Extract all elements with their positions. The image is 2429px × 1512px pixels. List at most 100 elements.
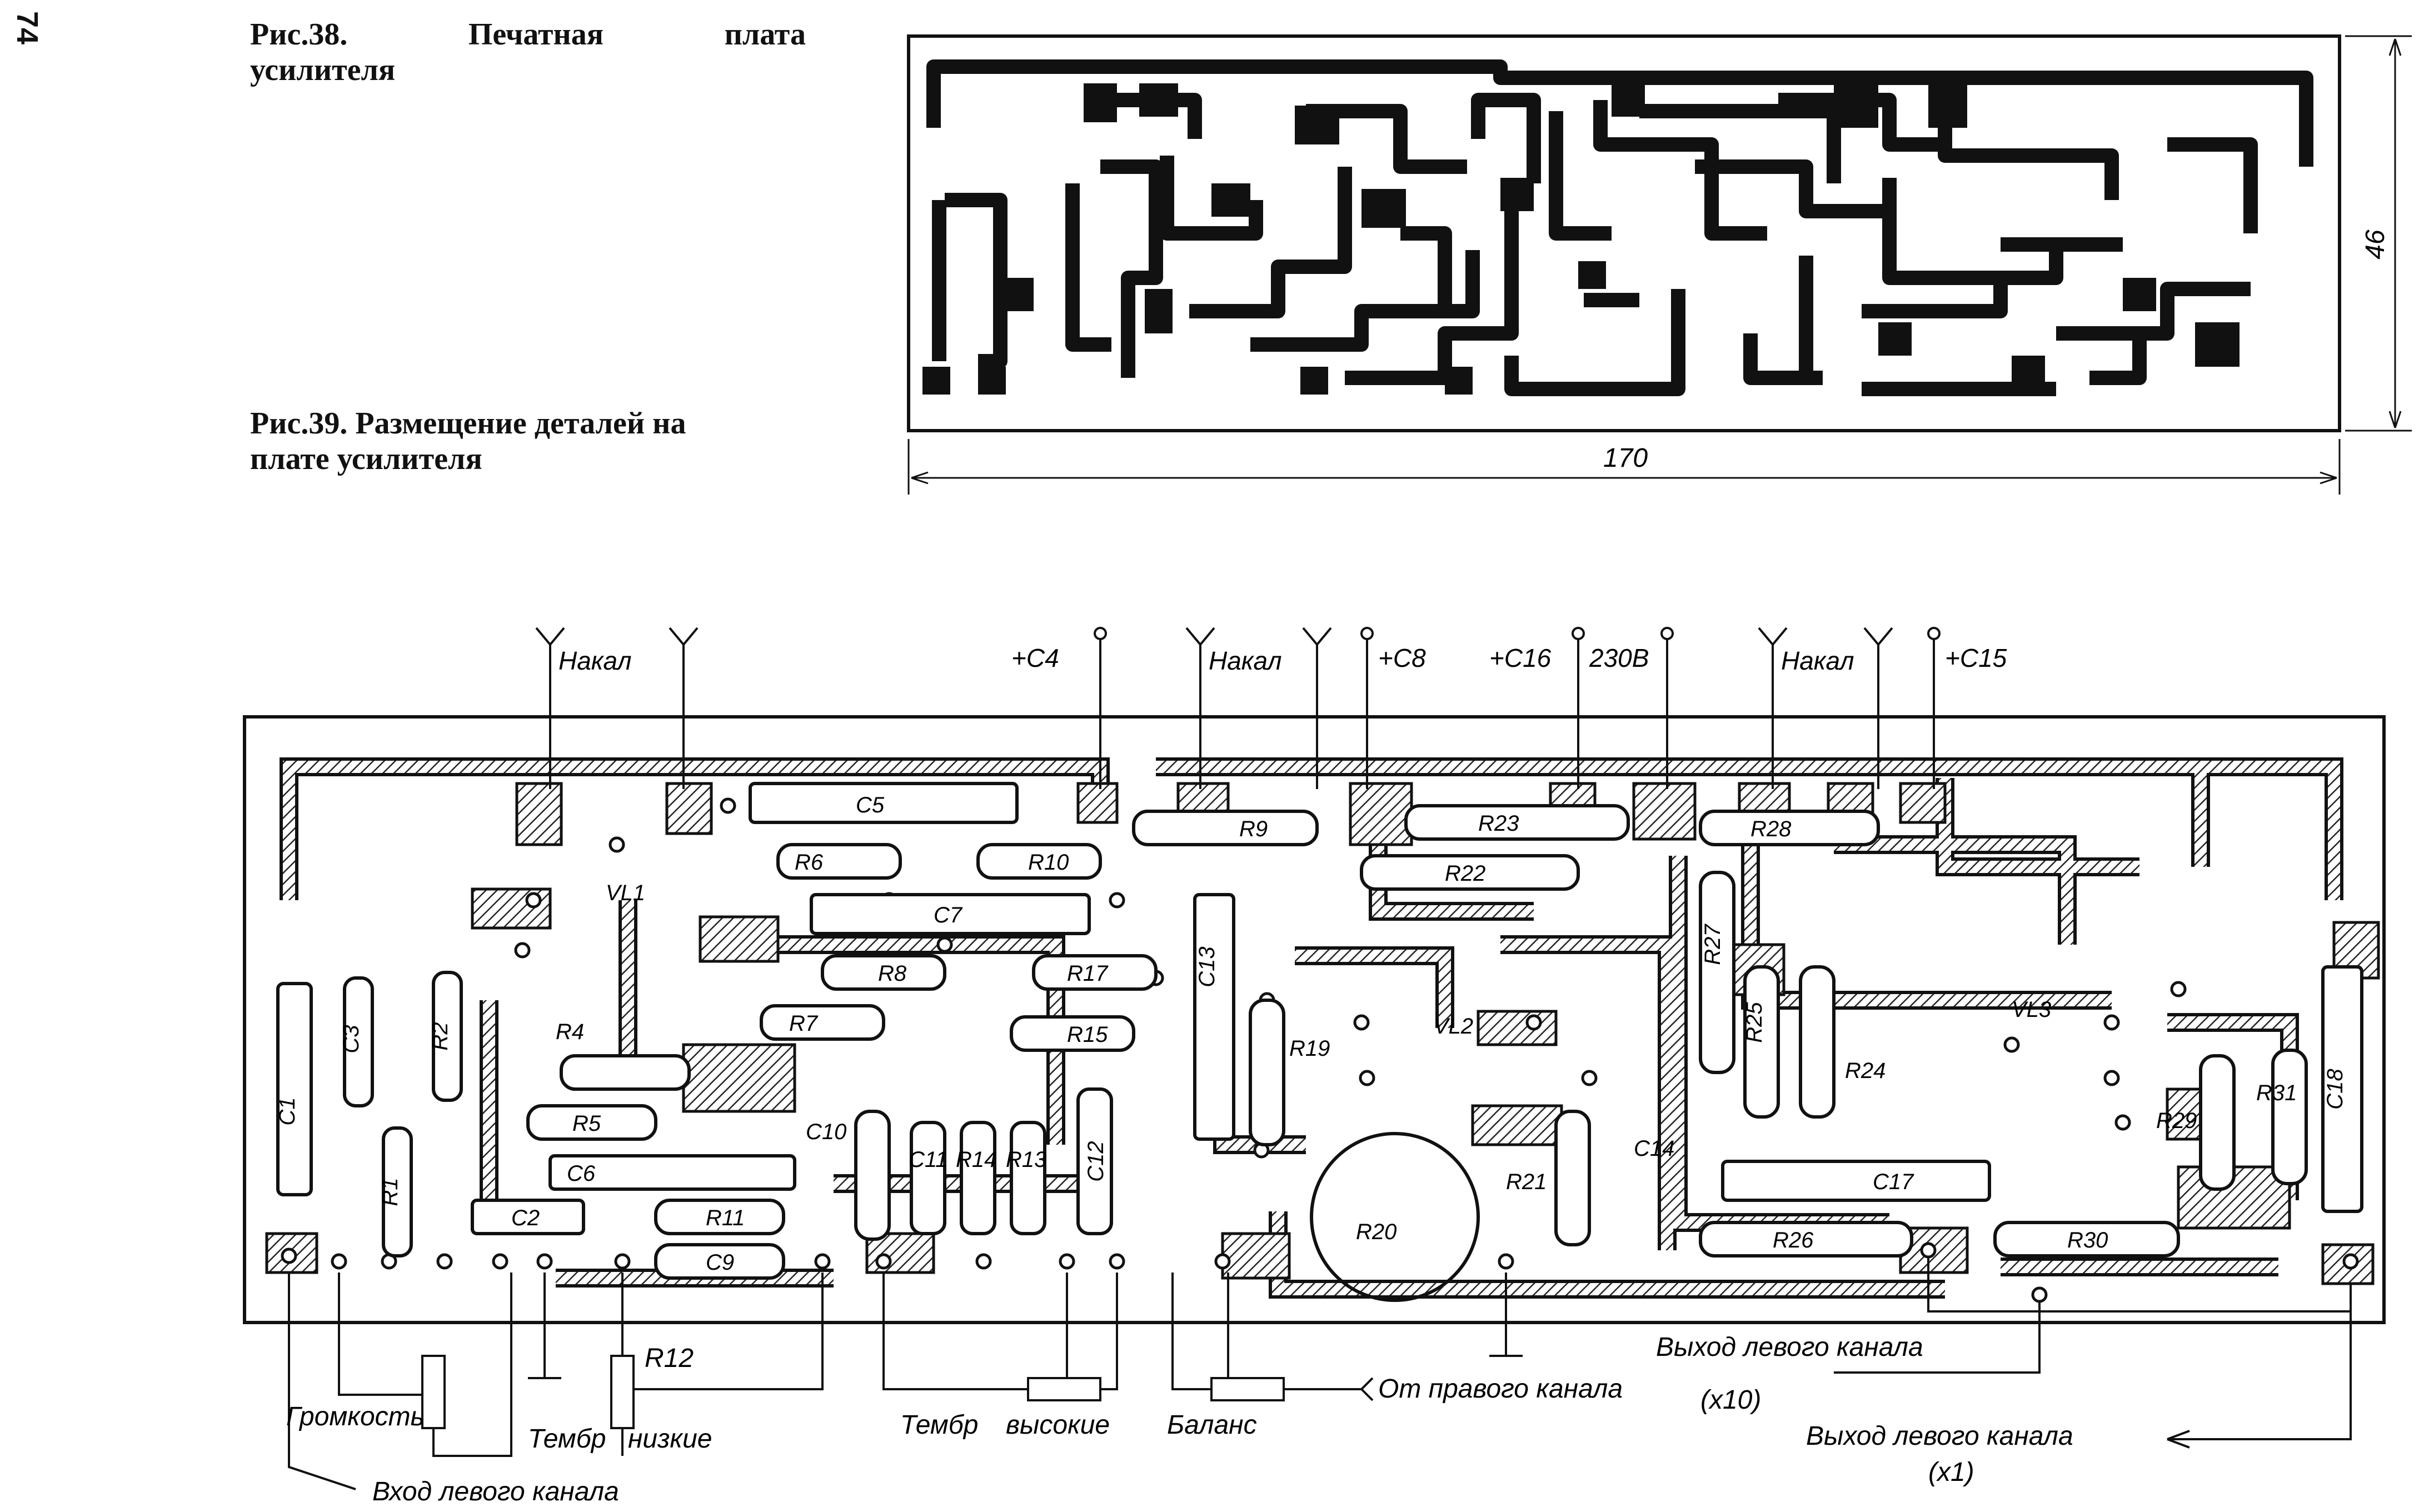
fig39-caption-line2: плате усилителя bbox=[250, 442, 482, 476]
label-c17: C17 bbox=[1873, 1170, 1914, 1194]
r24-body bbox=[1799, 965, 1836, 1119]
external-wiring bbox=[288, 627, 2352, 1490]
c13-body bbox=[1193, 893, 1235, 1141]
label-in-left: Вход левого канала bbox=[372, 1477, 619, 1506]
label-vl1: VL1 bbox=[606, 881, 645, 905]
label-c7: C7 bbox=[934, 903, 963, 927]
label-r28: R28 bbox=[1750, 817, 1792, 841]
label-c8: +C8 bbox=[1378, 643, 1426, 672]
fig39-caption-line1: Рис.39. Размещение деталей на bbox=[250, 406, 686, 441]
c3-body bbox=[343, 976, 374, 1107]
board-traces-fill bbox=[283, 761, 2340, 1295]
r15-body bbox=[1010, 1015, 1135, 1052]
label-c2: C2 bbox=[511, 1206, 540, 1230]
r13-body bbox=[1010, 1121, 1046, 1235]
label-230v: 230B bbox=[1589, 643, 1649, 672]
r7-body bbox=[760, 1004, 885, 1041]
label-r7: R7 bbox=[789, 1011, 819, 1036]
label-r6: R6 bbox=[795, 850, 824, 875]
component-labels: C1 C3 R2 R1 C2 VL1 C5 R6 R10 C7 R8 R17 R… bbox=[275, 793, 2347, 1275]
label-vl2: VL2 bbox=[1434, 1014, 1473, 1039]
pcb-dimensions bbox=[907, 35, 2412, 495]
c17-body bbox=[1721, 1160, 1991, 1202]
r11-body bbox=[654, 1199, 785, 1235]
label-r11: R11 bbox=[706, 1206, 745, 1230]
label-c1: C1 bbox=[275, 1097, 300, 1125]
fig38-caption-word3: плата bbox=[724, 17, 806, 52]
label-r1: R1 bbox=[378, 1177, 402, 1206]
vl2-socket bbox=[1310, 1132, 1480, 1302]
label-r21: R21 bbox=[1506, 1170, 1547, 1194]
label-r27: R27 bbox=[1700, 924, 1725, 965]
label-r20: R20 bbox=[1356, 1220, 1396, 1244]
label-r9: R9 bbox=[1239, 817, 1268, 841]
r4-body bbox=[560, 1054, 691, 1091]
r1-body bbox=[382, 1126, 413, 1257]
pcb-pads bbox=[922, 78, 2240, 395]
label-c3: C3 bbox=[339, 1025, 363, 1053]
label-timbre-low-a: Тембр bbox=[528, 1424, 606, 1454]
label-c10: C10 bbox=[806, 1120, 846, 1144]
r19-body bbox=[1249, 999, 1285, 1146]
label-r13: R13 bbox=[1006, 1147, 1046, 1172]
fig39-caption: Рис.39. Размещение деталей на плате усил… bbox=[250, 406, 806, 477]
label-c14: C14 bbox=[1634, 1136, 1674, 1161]
label-r30: R30 bbox=[2067, 1228, 2108, 1252]
fig38-caption: Рис.38. Печатная плата усилителя bbox=[250, 17, 806, 88]
c1-body bbox=[276, 982, 313, 1196]
label-c6: C6 bbox=[567, 1161, 596, 1186]
pcb-outline bbox=[907, 34, 2341, 432]
label-r22: R22 bbox=[1445, 861, 1485, 886]
r21-body bbox=[1554, 1110, 1591, 1246]
label-r23: R23 bbox=[1478, 811, 1519, 836]
bottom-labels: Громкость R12 Тембр низкие Тембр высокие… bbox=[286, 1333, 2073, 1506]
label-gromkost: Громкость bbox=[286, 1402, 425, 1431]
pcb-layout bbox=[907, 34, 2412, 495]
c10-body bbox=[854, 1110, 891, 1241]
c11-body bbox=[910, 1121, 946, 1235]
r29-body bbox=[2199, 1054, 2236, 1191]
label-r10: R10 bbox=[1028, 850, 1069, 875]
c2-body bbox=[471, 1199, 585, 1235]
r25-body bbox=[1743, 965, 1780, 1119]
label-timbre-high-b: высокие bbox=[1006, 1410, 1110, 1440]
label-c11: C11 bbox=[909, 1147, 947, 1172]
r8-body bbox=[821, 954, 946, 991]
label-r4: R4 bbox=[556, 1020, 584, 1044]
label-out-left-x10: Выход левого канала bbox=[1656, 1333, 1923, 1362]
r14-body bbox=[960, 1121, 996, 1235]
label-c4: +C4 bbox=[1011, 643, 1059, 672]
pcb-traces bbox=[926, 59, 2313, 396]
label-c9: C9 bbox=[706, 1250, 734, 1275]
fig38-caption-line2: усилителя bbox=[250, 53, 396, 87]
r9-body bbox=[1132, 810, 1319, 846]
r31-body bbox=[2271, 1049, 2308, 1185]
r23-body bbox=[1404, 804, 1630, 841]
top-labels: Накал +C4 Накал +C8 +C16 230B Накал +C15 bbox=[558, 643, 2007, 675]
label-out-left-x1: Выход левого канала bbox=[1806, 1421, 2073, 1451]
label-r24: R24 bbox=[1845, 1059, 1886, 1083]
fig38-caption-word2: Печатная bbox=[468, 17, 604, 52]
pcb-dim-width: 170 bbox=[1603, 443, 1648, 473]
r28-body bbox=[1699, 810, 1880, 846]
label-timbre-low-b: низкие bbox=[628, 1424, 712, 1454]
c5-body bbox=[749, 782, 1019, 824]
c9-body bbox=[654, 1243, 785, 1280]
r17-body bbox=[1032, 954, 1158, 991]
label-r2: R2 bbox=[428, 1022, 452, 1050]
label-nakal-1: Накал bbox=[558, 646, 632, 675]
label-timbre-high-a: Тембр bbox=[900, 1410, 978, 1440]
label-r31: R31 bbox=[2256, 1081, 2297, 1105]
label-r8: R8 bbox=[878, 961, 907, 986]
r10-body bbox=[976, 843, 1102, 880]
c18-body bbox=[2321, 965, 2363, 1213]
r27-body bbox=[1699, 871, 1735, 1074]
r22-body bbox=[1360, 854, 1580, 891]
label-r17: R17 bbox=[1067, 961, 1109, 986]
label-c12: C12 bbox=[1084, 1141, 1108, 1181]
r2-body bbox=[432, 971, 463, 1102]
c7-body bbox=[810, 893, 1091, 935]
label-r29: R29 bbox=[2156, 1109, 2197, 1133]
label-c16: +C16 bbox=[1489, 643, 1552, 672]
